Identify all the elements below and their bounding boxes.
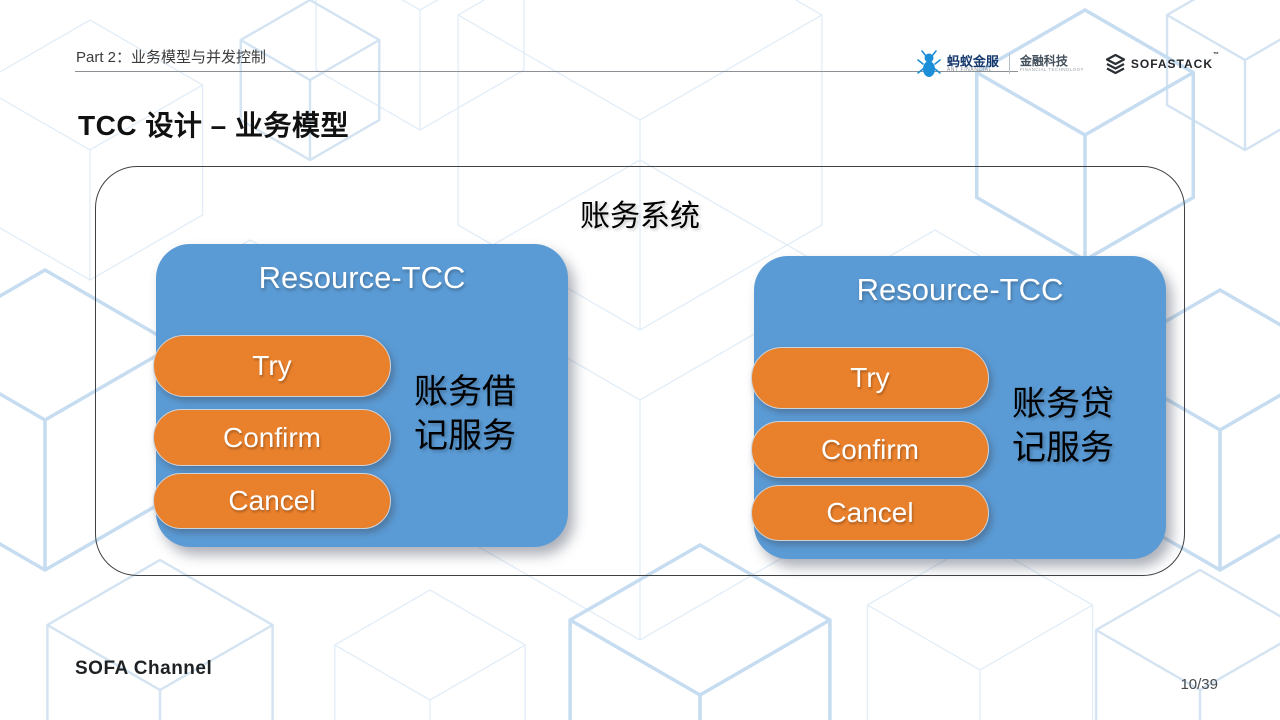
page-number: 10/39 [1180,676,1218,693]
confirm-pill: Confirm [153,409,391,466]
cancel-pill: Cancel [153,473,391,529]
channel-brand: SOFA Channel [75,658,213,679]
system-title: 账务系统 [580,200,700,233]
ant-wordmark: 蚂蚁金服 ANT FINANCIAL [946,53,999,74]
ant-financial-logo: 蚂蚁金服 ANT FINANCIAL 金融科技 FINANCIAL TECHNO… [917,50,1084,78]
fintech-subtitle: FINANCIAL TECHNOLOGY [1019,66,1084,72]
resource-tcc-box-debit: Resource-TCC Try Confirm Cancel 账务借 记服务 [153,244,568,547]
try-pill: Try [153,335,391,397]
try-pill: Try [751,347,989,409]
sofastack-icon [1105,53,1125,74]
credit-service-line2: 记服务 [1012,429,1114,467]
confirm-pill: Confirm [751,421,989,478]
credit-service-label: 账务贷 记服务 [1012,382,1162,470]
sofastack-wordmark: SOFASTACK™ [1130,52,1220,71]
resource-tcc-box-credit: Resource-TCC Try Confirm Cancel 账务贷 记服务 [751,256,1166,559]
debit-service-line1: 账务借 [414,373,516,411]
page-title: TCC 设计 – 业务模型 [78,109,349,141]
sofastack-logo: SOFASTACK™ [1105,52,1220,76]
credit-service-line1: 账务贷 [1012,385,1114,423]
trademark-symbol: ™ [1213,52,1220,58]
resource-title: Resource-TCC [258,260,466,295]
accounting-system-container: 账务系统 Resource-TCC Try Confirm Cancel 账务借… [95,166,1185,576]
debit-service-line2: 记服务 [414,417,516,455]
header-divider [75,71,1018,72]
sofastack-name: SOFASTACK [1130,57,1213,71]
resource-title: Resource-TCC [856,272,1064,307]
ant-subtitle: ANT FINANCIAL [946,67,993,74]
logo-divider [1008,54,1010,74]
ant-name: 蚂蚁金服 [946,53,999,69]
cancel-pill: Cancel [751,485,989,541]
section-label: Part 2：业务模型与并发控制 [76,49,267,66]
logo-bar: 蚂蚁金服 ANT FINANCIAL 金融科技 FINANCIAL TECHNO… [917,50,1220,78]
ant-icon [917,50,941,77]
fintech-wordmark: 金融科技 FINANCIAL TECHNOLOGY [1020,55,1084,72]
debit-service-label: 账务借 记服务 [414,370,564,458]
